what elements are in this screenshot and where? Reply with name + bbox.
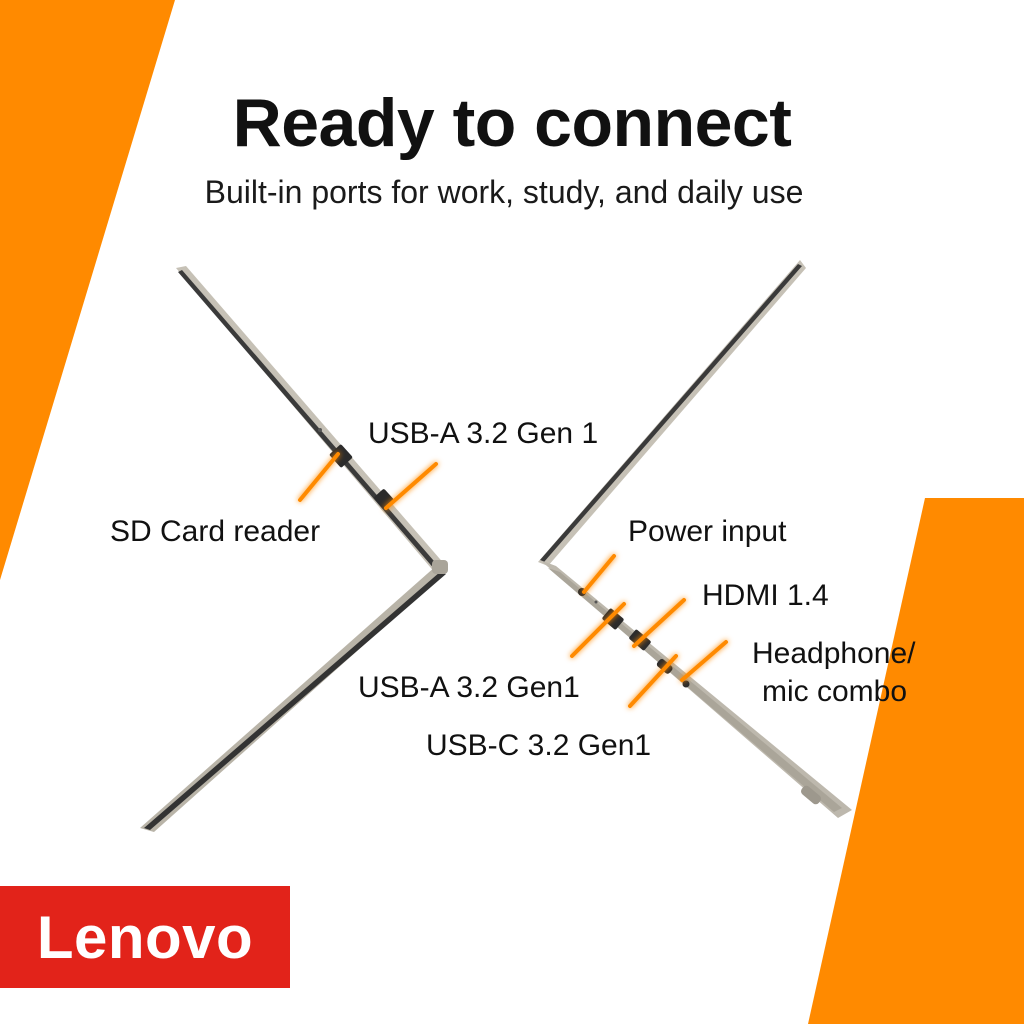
callout-sd-card [298,452,340,502]
callout-usb-c [628,654,678,708]
label-usb-c: USB-C 3.2 Gen1 [426,729,652,762]
label-sd-card: SD Card reader [110,515,321,548]
callout-hdmi [632,598,686,648]
page-subtitle: Built-in ports for work, study, and dail… [204,174,804,210]
label-power: Power input [628,515,787,548]
label-usb-a-right: USB-A 3.2 Gen1 [358,671,580,704]
callout-usb-a-right [570,602,626,658]
laptop-left [140,266,448,832]
callout-lines [298,452,728,708]
callout-power [582,554,616,594]
callout-usb-a-top [384,462,438,510]
lenovo-logo-text: Lenovo [36,903,254,971]
orange-shape-right [808,498,1024,1024]
label-headphone-line2: mic combo [762,675,908,708]
label-usb-a-top: USB-A 3.2 Gen 1 [368,417,599,450]
label-headphone-line1: Headphone/ [752,637,916,670]
lenovo-logo: Lenovo [0,886,290,988]
orange-shape-left [0,0,175,580]
page-title: Ready to connect [232,85,792,161]
label-hdmi: HDMI 1.4 [702,579,829,612]
callout-headphone [680,640,728,682]
laptop-right [538,260,852,818]
